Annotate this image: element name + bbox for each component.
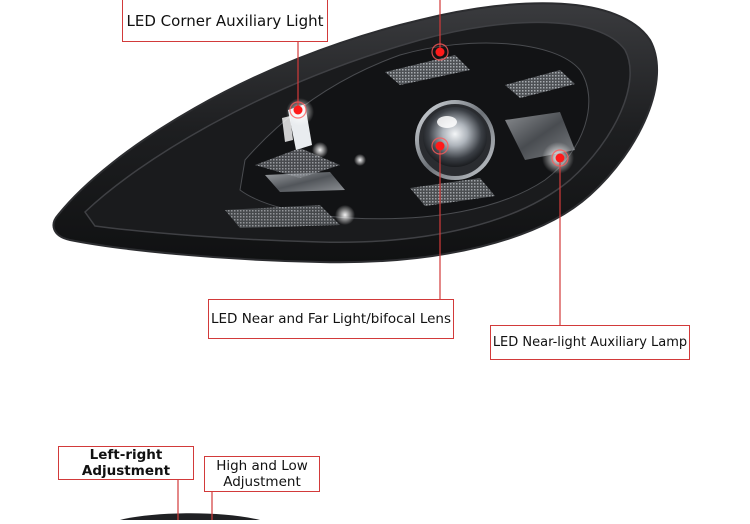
label-high-low-adjustment: High and Low Adjustment: [204, 456, 320, 492]
second-headlight-top: [120, 513, 260, 520]
label-led-near-light-auxiliary-lamp: LED Near-light Auxiliary Lamp: [490, 325, 690, 360]
callout-markers: [289, 43, 569, 167]
label-text: LED Near-light Auxiliary Lamp: [492, 335, 688, 350]
label-text: Left-right Adjustment: [81, 447, 171, 479]
label-text: LED Near and Far Light/bifocal Lens: [210, 311, 452, 327]
label-led-near-far-light: LED Near and Far Light/bifocal Lens: [208, 299, 454, 339]
bifocal-lens: [415, 100, 495, 180]
label-text: LED Corner Auxiliary Light: [126, 11, 324, 30]
label-text: High and Low Adjustment: [216, 458, 308, 490]
callout-lines: [177, 0, 561, 520]
label-led-corner-auxiliary-light: LED Corner Auxiliary Light: [122, 0, 328, 42]
label-left-right-adjustment: Left-right Adjustment: [58, 446, 194, 480]
